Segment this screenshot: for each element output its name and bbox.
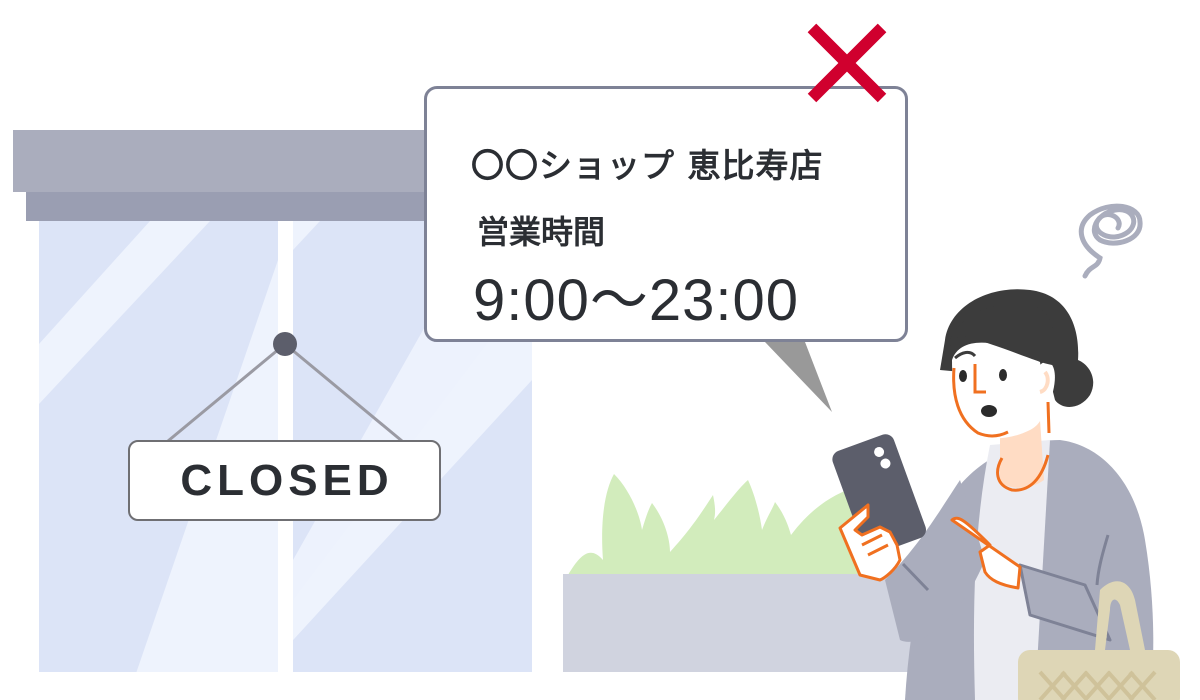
sign-hook bbox=[273, 332, 297, 356]
closed-sign: CLOSED bbox=[128, 440, 441, 521]
speech-bubble-tail bbox=[765, 342, 832, 412]
sign-string-left bbox=[167, 342, 286, 443]
scribble-icon bbox=[1078, 203, 1143, 279]
sign-string-right bbox=[284, 342, 403, 443]
business-hours-label: 営業時間 bbox=[477, 213, 606, 251]
neck bbox=[1000, 420, 1044, 488]
awning-bottom bbox=[26, 192, 433, 221]
business-hours-value: 9:00〜23:00 bbox=[473, 268, 800, 333]
right-arm bbox=[1018, 563, 1112, 642]
eyebrow bbox=[954, 350, 977, 360]
closed-sign-label: CLOSED bbox=[180, 455, 394, 505]
eye-left bbox=[959, 370, 967, 382]
grass bbox=[568, 474, 900, 575]
basket bbox=[1018, 581, 1180, 700]
mouth bbox=[981, 405, 997, 417]
nose bbox=[973, 364, 986, 394]
awning-top bbox=[13, 130, 433, 192]
woman-character bbox=[832, 289, 1180, 700]
pointing-hand bbox=[950, 516, 1022, 590]
eye-right bbox=[999, 369, 1007, 381]
shop-name: 〇〇ショップ 恵比寿店 bbox=[471, 146, 824, 185]
speech-bubble: 〇〇ショップ 恵比寿店 営業時間 9:00〜23:00 bbox=[424, 86, 908, 342]
